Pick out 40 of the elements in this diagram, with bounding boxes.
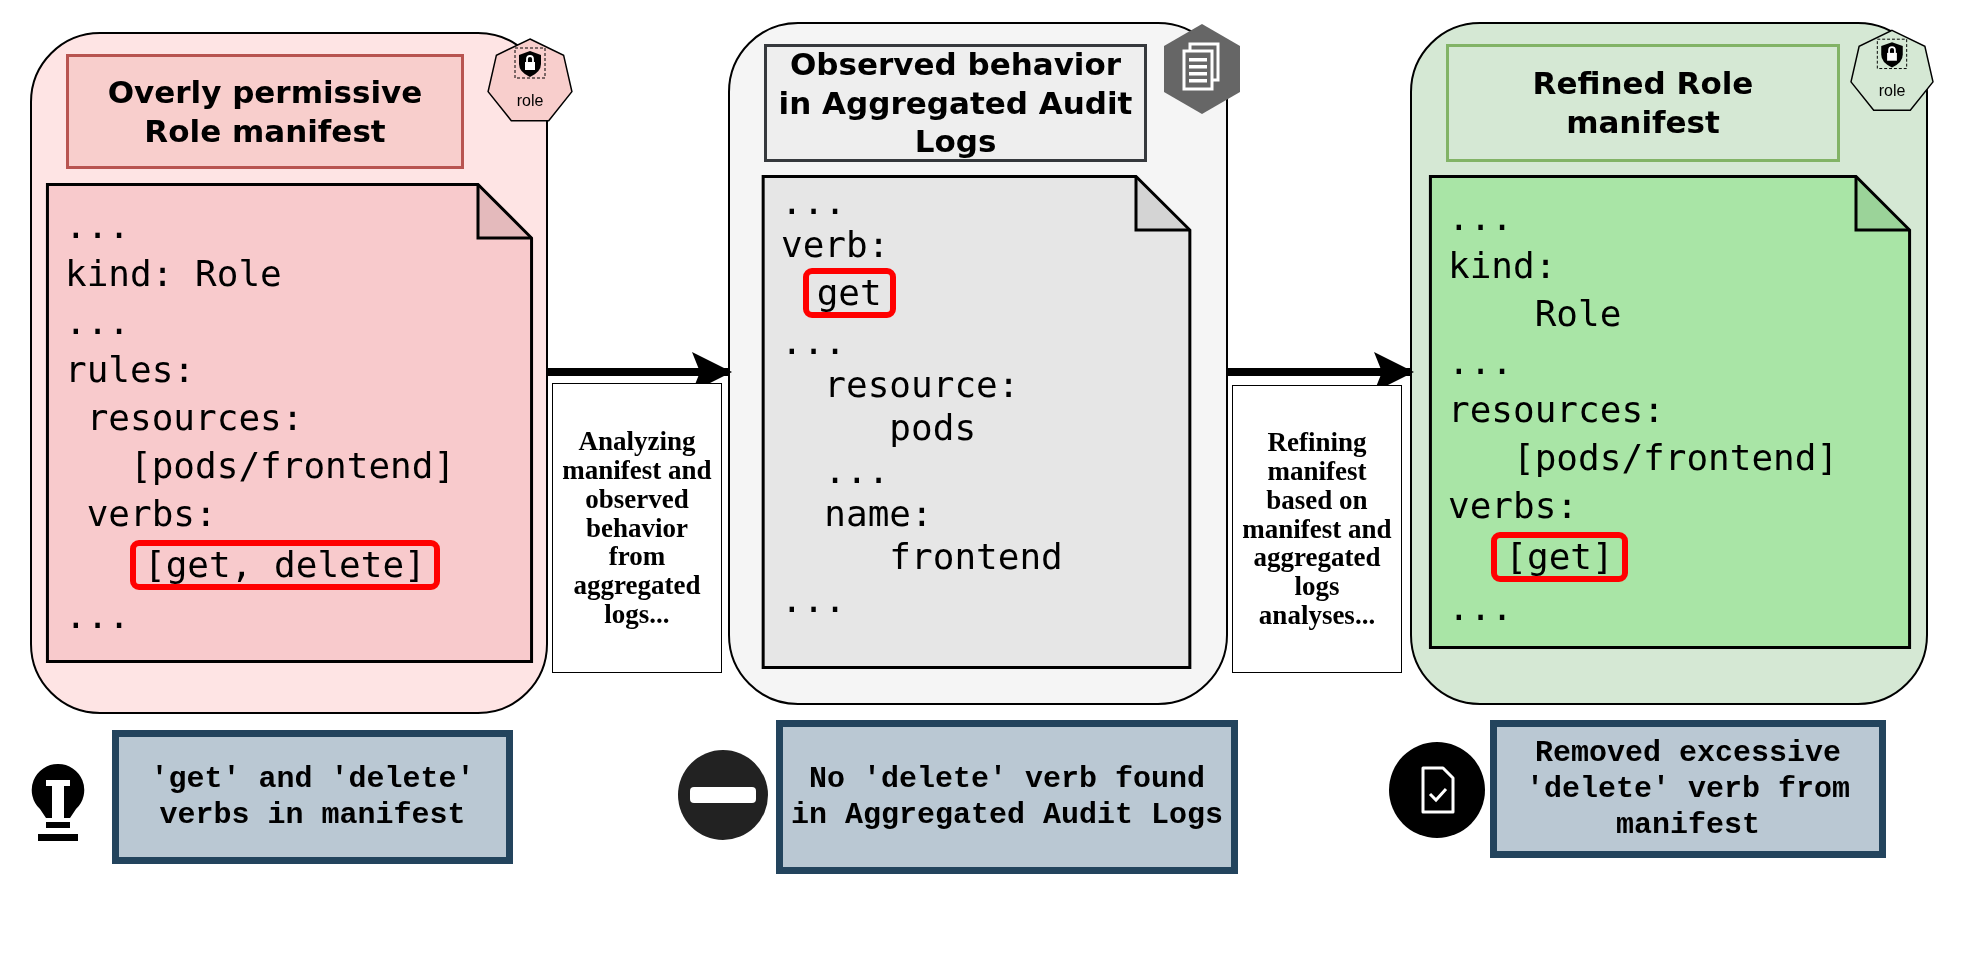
code-line: ... (65, 300, 131, 344)
code-line: [pods/frontend] (130, 444, 456, 488)
note-box: 'get' and 'delete' verbs in manifest (112, 730, 513, 864)
edge-label: Refining manifest based on manifest and aggregated logs analyses... (1232, 385, 1402, 673)
code-line: resources: (86, 396, 304, 440)
code-line: Role (1534, 292, 1622, 336)
highlighted-code: [get] (1491, 532, 1628, 582)
document-card (45, 182, 534, 664)
code-line: verb: (781, 223, 890, 266)
code-line: ... (65, 594, 131, 638)
note-box: No 'delete' verb found in Aggregated Audit Logs (776, 720, 1238, 874)
code-line: ... (1448, 586, 1514, 630)
code-line: ... (781, 180, 847, 223)
code-line: ... (781, 320, 847, 363)
code-line: rules: (65, 348, 196, 392)
code-line: [pods/frontend] (1513, 436, 1839, 480)
code-line: ... (1448, 196, 1514, 240)
code-line: name: (824, 492, 933, 535)
code-line: ... (1448, 340, 1514, 384)
code-line: ... (781, 578, 847, 621)
panel-title: Overly permissive Role manifest (66, 54, 464, 169)
code-line: verbs: (86, 492, 217, 536)
code-line: verbs: (1448, 484, 1579, 528)
code-line: ... (65, 204, 131, 248)
edge-label: Analyzing manifest and observed behavior from aggregated logs... (552, 383, 722, 673)
code-line: kind: Role (65, 252, 282, 296)
code-line: pods (889, 406, 977, 449)
code-line: resource: (824, 363, 1020, 406)
code-line: ... (824, 449, 890, 492)
highlighted-code: [get, delete] (130, 540, 440, 590)
document-card (761, 174, 1192, 670)
highlighted-code: get (802, 268, 896, 318)
code-line: frontend (889, 535, 1063, 578)
panel-title: Observed behavior in Aggregated Audit Logs (764, 44, 1147, 162)
code-line: kind: (1448, 244, 1557, 288)
panel-title: Refined Role manifest (1446, 44, 1840, 162)
code-line: resources: (1448, 388, 1665, 432)
note-box: Removed excessive 'delete' verb from manifest (1490, 720, 1886, 858)
document-icon (1162, 24, 1242, 114)
document-card (1428, 174, 1912, 650)
